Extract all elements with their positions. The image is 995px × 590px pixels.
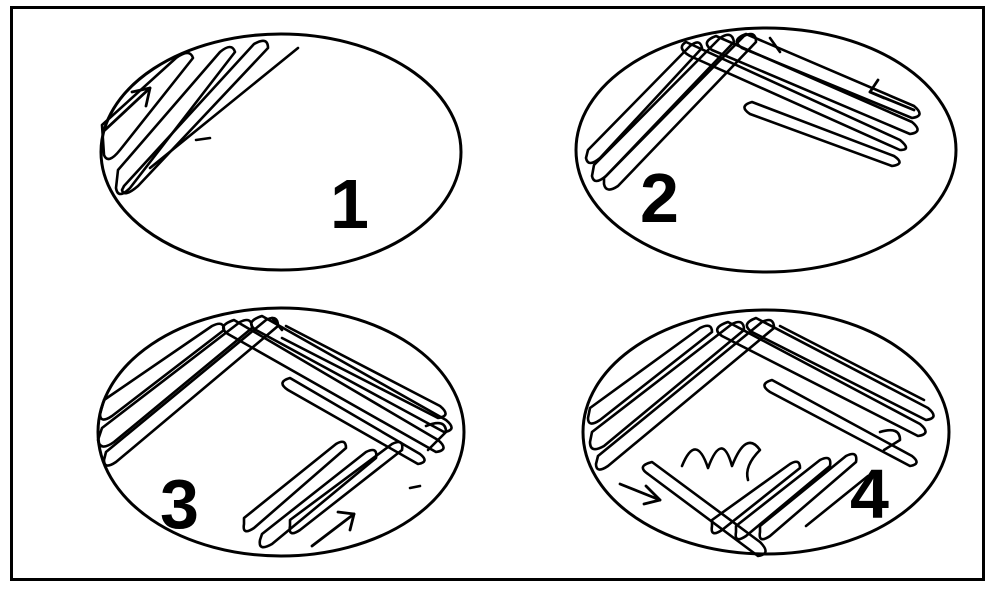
streak-line xyxy=(744,102,899,166)
streak-line xyxy=(410,486,420,488)
streak-line xyxy=(116,47,235,194)
streak-line xyxy=(586,42,702,163)
plate-4: 4 xyxy=(583,310,949,556)
streak-area-3 xyxy=(98,316,452,547)
streak-area-1 xyxy=(102,41,298,194)
streak-line xyxy=(98,320,252,447)
streak-area-2 xyxy=(586,34,920,190)
streak-line xyxy=(223,320,443,452)
streak-line xyxy=(747,318,934,420)
streak-line xyxy=(590,322,744,449)
plate-1: 1 xyxy=(101,34,461,270)
plate-3: 3 xyxy=(98,308,464,556)
plate-number-1: 1 xyxy=(330,165,369,243)
direction-arrow xyxy=(620,484,660,504)
plate-number-4: 4 xyxy=(850,455,889,533)
streak-line xyxy=(596,320,774,470)
plate-number-2: 2 xyxy=(640,159,679,237)
plate-number-3: 3 xyxy=(160,465,199,543)
streak-line xyxy=(707,36,918,134)
streak-line xyxy=(682,443,760,480)
plate-2: 2 xyxy=(576,28,956,272)
streak-line xyxy=(682,42,906,150)
streak-line xyxy=(196,138,210,140)
